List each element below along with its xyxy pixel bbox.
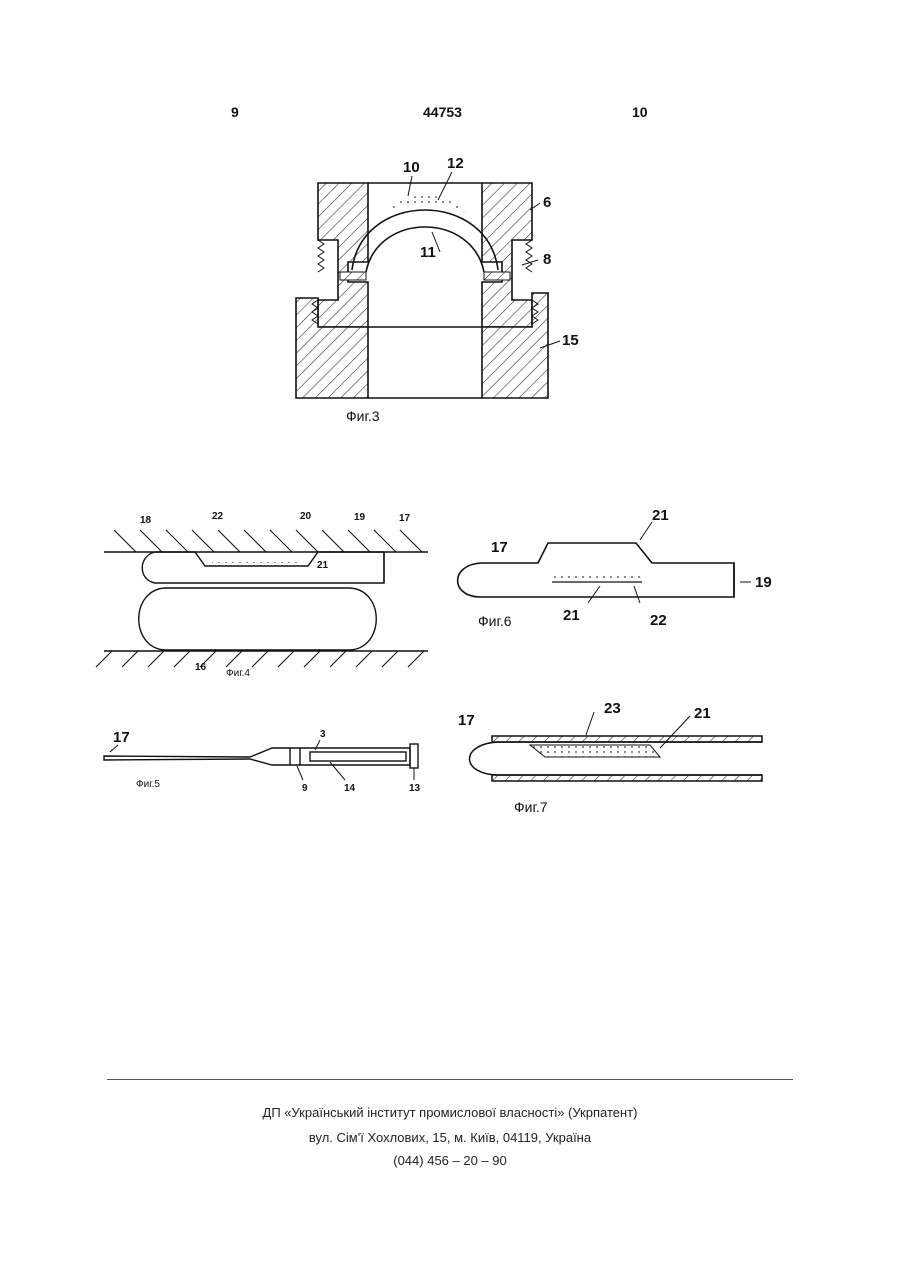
fig7-label-21: 21 [694, 705, 711, 722]
fig3-dome-outer [352, 210, 498, 270]
fig3-label-10: 10 [403, 159, 420, 176]
fig4-label-16: 16 [195, 662, 207, 673]
fig4-label-21: 21 [317, 560, 329, 571]
fig6-label-21-bottom: 21 [563, 607, 580, 624]
fig3-label-12: 12 [447, 155, 464, 172]
fig4-label-18: 18 [140, 515, 152, 526]
footer-divider [107, 1079, 793, 1080]
fig6-label-19: 19 [755, 574, 772, 591]
fig5-label-17: 17 [113, 729, 130, 746]
fig4-label-17: 17 [399, 513, 411, 524]
fig4-label-19: 19 [354, 512, 366, 523]
fig3-label-11: 11 [420, 244, 436, 261]
figure-3 [296, 172, 560, 398]
figure-6 [458, 522, 751, 603]
fig3-caption: Фиг.3 [346, 408, 380, 424]
fig5-label-9: 9 [302, 783, 308, 794]
fig3-right-upper-wall [482, 183, 532, 327]
fig7-label-23: 23 [604, 700, 621, 717]
fig3-label-15: 15 [562, 332, 579, 349]
fig6-label-17: 17 [491, 539, 508, 556]
fig6-label-22: 22 [650, 612, 667, 629]
fig7-label-17: 17 [458, 712, 475, 729]
footer-phone: (044) 456 – 20 – 90 [0, 1153, 900, 1168]
fig5-caption: Фиг.5 [136, 779, 160, 790]
fig5-label-13: 13 [409, 783, 421, 794]
fig4-label-22: 22 [212, 511, 224, 522]
fig5-label-14: 14 [344, 783, 356, 794]
fig4-upper-tube [142, 552, 384, 583]
fig4-label-20: 20 [300, 511, 312, 522]
footer-org: ДП «Український інститут промислової вла… [0, 1105, 900, 1120]
fig3-label-8: 8 [543, 251, 551, 268]
figure-7 [470, 712, 763, 781]
fig4-caption: Фиг.4 [226, 668, 250, 679]
figure-4 [96, 530, 428, 667]
figure-5 [104, 740, 418, 780]
fig5-label-3: 3 [320, 729, 326, 740]
fig6-caption: Фиг.6 [478, 613, 512, 629]
footer-address: вул. Сім'ї Хохлових, 15, м. Київ, 04119,… [0, 1130, 900, 1145]
fig4-lower-body [139, 588, 377, 650]
fig7-caption: Фиг.7 [514, 799, 548, 815]
fig6-label-21-top: 21 [652, 507, 669, 524]
fig3-left-upper-wall [318, 183, 368, 327]
fig3-label-6: 6 [543, 194, 551, 211]
